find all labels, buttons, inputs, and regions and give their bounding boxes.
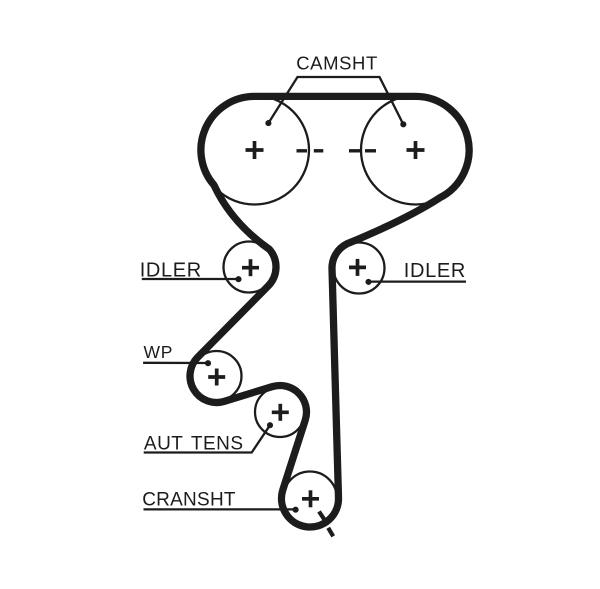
svg-text:CAMSHT: CAMSHT	[296, 52, 378, 73]
svg-text:IDLER: IDLER	[404, 260, 466, 282]
svg-text:CRANSHT: CRANSHT	[142, 490, 236, 511]
svg-text:AUT TENS: AUT TENS	[144, 434, 244, 455]
svg-text:IDLER: IDLER	[140, 259, 202, 281]
svg-text:WP: WP	[143, 342, 173, 362]
